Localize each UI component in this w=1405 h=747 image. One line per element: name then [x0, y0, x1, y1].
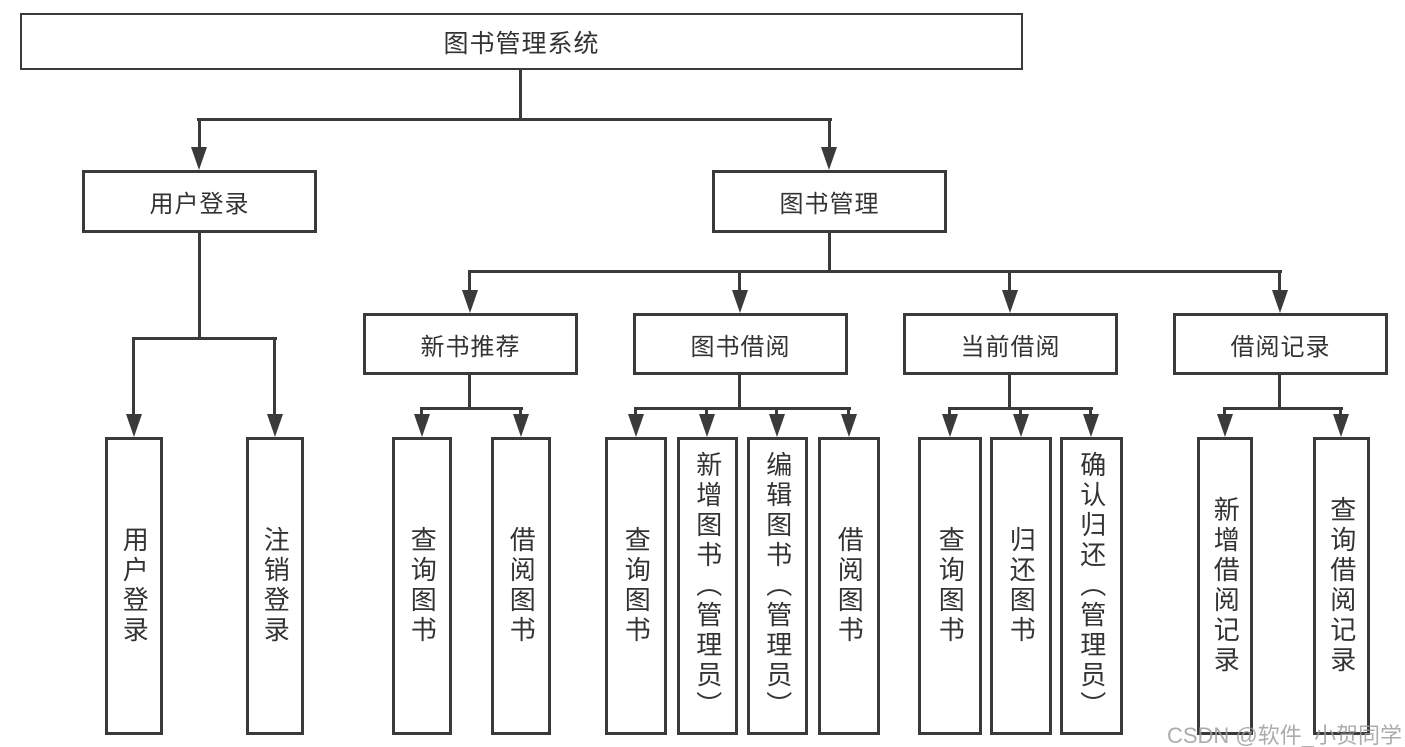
leaf-query-books-borrowing: 查询图书 — [605, 437, 667, 735]
leaf-confirm-return-admin: 确认归还（管理员） — [1060, 437, 1123, 735]
node-current-borrowing: 当前借阅 — [903, 313, 1118, 375]
connector-line — [132, 337, 135, 417]
node-user-login: 用户登录 — [82, 170, 317, 233]
arrow-down-icon — [191, 147, 207, 170]
arrow-down-icon — [942, 414, 958, 437]
arrow-down-icon — [462, 290, 478, 313]
arrow-down-icon — [513, 414, 529, 437]
node-borrowing-records: 借阅记录 — [1173, 313, 1388, 375]
connector-line — [1089, 407, 1092, 417]
arrow-down-icon — [1217, 414, 1233, 437]
leaf-query-borrow-record: 查询借阅记录 — [1313, 437, 1370, 735]
connector-line — [634, 407, 637, 417]
leaf-logout: 注销登录 — [246, 437, 304, 735]
leaf-borrow-books-borrowing: 借阅图书 — [818, 437, 880, 735]
leaf-return-book: 归还图书 — [990, 437, 1052, 735]
connector-line — [468, 375, 471, 407]
connector-line — [705, 407, 708, 417]
connector-line — [634, 407, 851, 410]
node-library-management-system: 图书管理系统 — [20, 13, 1023, 70]
arrow-down-icon — [1013, 414, 1029, 437]
arrow-down-icon — [1333, 414, 1349, 437]
leaf-query-books-recommend: 查询图书 — [392, 437, 452, 735]
arrow-down-icon — [699, 414, 715, 437]
node-book-borrowing: 图书借阅 — [633, 313, 848, 375]
arrow-down-icon — [126, 414, 142, 437]
arrow-down-icon — [1083, 414, 1099, 437]
connector-line — [519, 407, 522, 417]
arrow-down-icon — [769, 414, 785, 437]
leaf-add-book-admin: 新增图书（管理员） — [677, 437, 738, 735]
connector-line — [948, 407, 951, 417]
leaf-edit-book-admin: 编辑图书（管理员） — [747, 437, 808, 735]
connector-line — [197, 118, 832, 121]
connector-line — [738, 375, 741, 407]
arrow-down-icon — [414, 414, 430, 437]
connector-line — [420, 407, 423, 417]
connector-line — [468, 270, 1282, 273]
connector-line — [1223, 407, 1226, 417]
connector-line — [273, 337, 276, 417]
connector-line — [468, 270, 471, 294]
connector-line — [828, 233, 831, 270]
connector-line — [132, 337, 277, 340]
connector-line — [420, 407, 523, 410]
arrow-down-icon — [732, 290, 748, 313]
connector-line — [198, 233, 201, 337]
leaf-add-borrow-record: 新增借阅记录 — [1197, 437, 1253, 735]
connector-line — [1278, 270, 1281, 294]
connector-line — [1223, 407, 1343, 410]
node-book-management: 图书管理 — [712, 170, 947, 233]
connector-line — [847, 407, 850, 417]
connector-line — [1339, 407, 1342, 417]
connector-line — [1008, 270, 1011, 294]
arrow-down-icon — [1002, 290, 1018, 313]
arrow-down-icon — [628, 414, 644, 437]
connector-line — [1008, 375, 1011, 407]
arrow-down-icon — [821, 147, 837, 170]
connector-line — [738, 270, 741, 294]
connector-line — [1278, 375, 1281, 407]
leaf-query-books-current: 查询图书 — [918, 437, 982, 735]
connector-line — [1019, 407, 1022, 417]
node-new-book-recommendation: 新书推荐 — [363, 313, 578, 375]
csdn-watermark: CSDN @软件_小贺同学 — [1166, 723, 1402, 747]
connector-line — [519, 70, 522, 118]
arrow-down-icon — [1272, 290, 1288, 313]
arrow-down-icon — [267, 414, 283, 437]
arrow-down-icon — [841, 414, 857, 437]
connector-line — [828, 118, 831, 150]
leaf-borrow-books-recommend: 借阅图书 — [491, 437, 551, 735]
connector-line — [775, 407, 778, 417]
connector-line — [198, 118, 201, 150]
leaf-user-login: 用户登录 — [105, 437, 163, 735]
